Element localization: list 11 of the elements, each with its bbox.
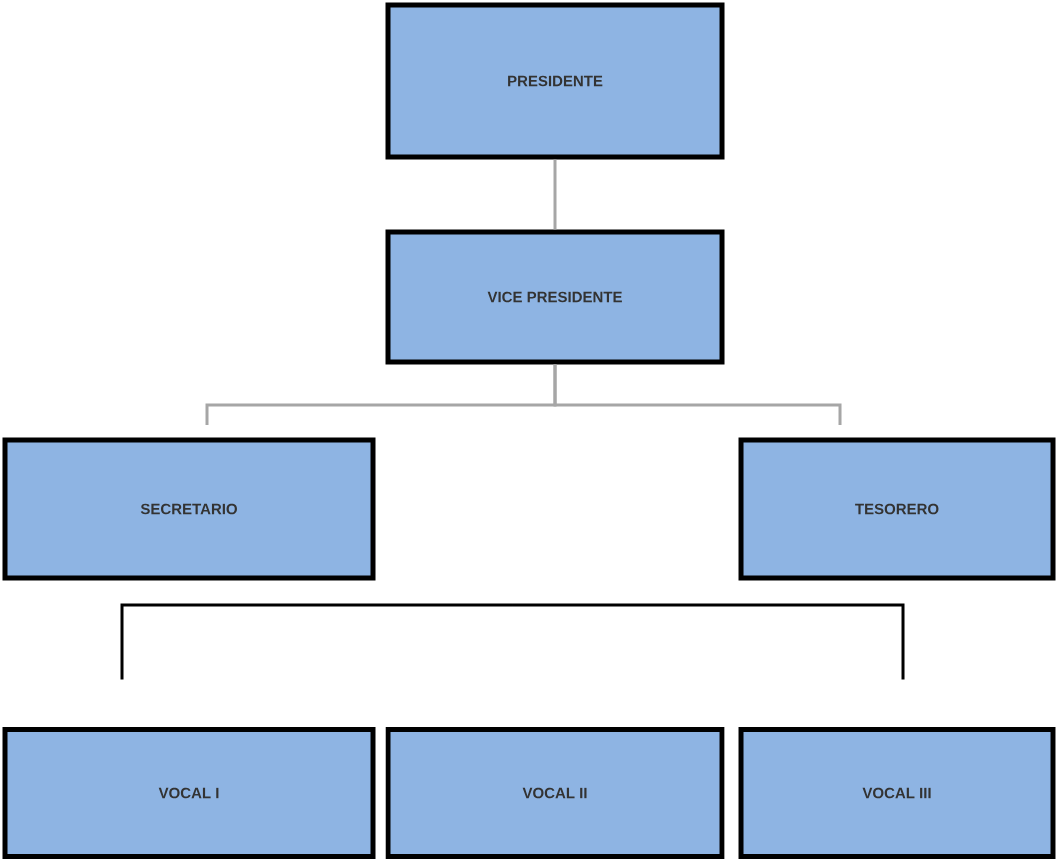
- connector-line: [512, 603, 905, 680]
- org-box: VOCAL II: [385, 727, 725, 859]
- org-box: TESORERO: [738, 437, 1056, 581]
- connector-line: [553, 364, 842, 425]
- org-box: VICE PRESIDENTE: [385, 229, 725, 365]
- org-box: VOCAL I: [2, 727, 376, 859]
- connector-line: [553, 159, 557, 230]
- org-box: PRESIDENTE: [385, 2, 725, 160]
- org-box: VOCAL III: [738, 727, 1056, 859]
- connector-line: [120, 603, 512, 680]
- org-box: SECRETARIO: [2, 437, 376, 581]
